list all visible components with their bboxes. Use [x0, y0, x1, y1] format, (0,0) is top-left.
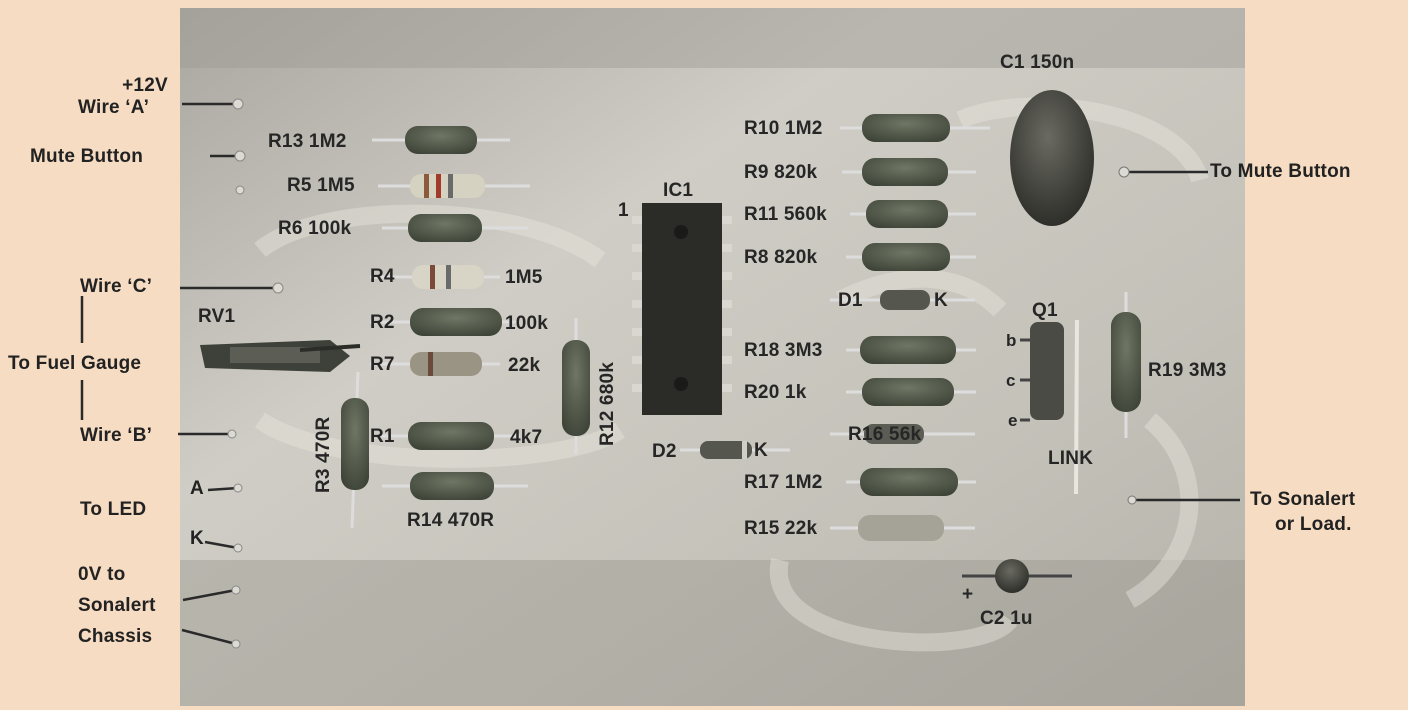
label-d1: D1: [838, 290, 863, 311]
label-d2: D2: [652, 441, 677, 462]
label-d1-k: K: [934, 290, 948, 311]
label-led-k: K: [190, 528, 204, 549]
label-plus12v: +12V: [122, 75, 168, 96]
label-r1-value: 4k7: [510, 427, 543, 448]
c2-capacitor: [962, 559, 1072, 593]
right-leader-lines: [1128, 170, 1240, 502]
label-r9: R9 820k: [744, 162, 818, 183]
label-r3: R3 470R: [313, 416, 334, 493]
label-ic1-pin1: 1: [618, 200, 629, 221]
copper-traces: [254, 97, 1209, 652]
pcb-top-shadow: [180, 8, 1245, 68]
label-r11: R11 560k: [744, 204, 827, 225]
label-r2-value: 100k: [505, 313, 549, 334]
label-sonalert: Sonalert: [78, 595, 156, 616]
label-or-load: or Load.: [1275, 514, 1352, 535]
label-r17: R17 1M2: [744, 472, 823, 493]
label-q1-c: c: [1006, 371, 1016, 390]
label-r5: R5 1M5: [287, 175, 355, 196]
resistors-right: [830, 114, 990, 541]
label-led-a: A: [190, 478, 204, 499]
label-link: LINK: [1048, 448, 1094, 469]
label-r6: R6 100k: [278, 218, 352, 239]
label-r4-value: 1M5: [505, 267, 543, 288]
r19-resistor: [1111, 292, 1141, 438]
label-r18: R18 3M3: [744, 340, 823, 361]
label-r8: R8 820k: [744, 247, 818, 268]
label-r2: R2: [370, 312, 395, 333]
label-r7: R7: [370, 354, 395, 375]
mute-pad: [1118, 166, 1130, 178]
rv1-trimmer: [200, 340, 361, 372]
label-r15: R15 22k: [744, 518, 818, 539]
d2-diode: [680, 441, 790, 459]
label-c2: C2 1u: [980, 608, 1033, 629]
left-pads: [227, 98, 284, 649]
label-wire-a: Wire ‘A’: [78, 97, 150, 118]
link-wire: [1074, 319, 1079, 495]
label-r19: R19 3M3: [1148, 360, 1227, 381]
label-r12: R12 680k: [597, 361, 618, 446]
label-ic1: IC1: [663, 180, 694, 201]
label-r1: R1: [370, 426, 395, 447]
label-d2-k: K: [754, 440, 768, 461]
label-to-sonalert: To Sonalert: [1250, 489, 1356, 510]
label-rv1: RV1: [198, 306, 236, 327]
label-to-fuel-gauge: To Fuel Gauge: [8, 353, 142, 374]
label-q1-e: e: [1008, 411, 1018, 430]
label-q1: Q1: [1032, 300, 1058, 321]
c1-capacitor: [1010, 90, 1094, 226]
label-mute-button: Mute Button: [30, 146, 143, 167]
label-r13: R13 1M2: [268, 131, 347, 152]
label-r4: R4: [370, 266, 395, 287]
label-q1-b: b: [1006, 331, 1017, 350]
r12-resistor: [562, 318, 590, 454]
label-r16: R16 56k: [848, 424, 922, 445]
label-to-mute-button: To Mute Button: [1210, 161, 1351, 182]
label-to-led: To LED: [80, 499, 147, 520]
ic1-chip: [632, 203, 732, 415]
label-chassis: Chassis: [78, 626, 153, 647]
label-c2-plus: +: [962, 584, 974, 605]
pcb-bottom-shadow: [180, 560, 1245, 706]
label-wire-c: Wire ‘C’: [80, 276, 153, 297]
label-r14: R14 470R: [407, 510, 495, 531]
left-leader-lines: [80, 102, 275, 646]
label-r20: R20 1k: [744, 382, 807, 403]
resistors-left: [370, 126, 530, 500]
q1-transistor: [1020, 322, 1064, 422]
label-0v-to: 0V to: [78, 564, 126, 585]
label-wire-b: Wire ‘B’: [80, 425, 153, 446]
label-r7-value: 22k: [508, 355, 541, 376]
label-c1: C1 150n: [1000, 52, 1075, 73]
sonalert-pad: [1127, 495, 1137, 505]
label-r10: R10 1M2: [744, 118, 823, 139]
r3-resistor: [341, 371, 369, 529]
